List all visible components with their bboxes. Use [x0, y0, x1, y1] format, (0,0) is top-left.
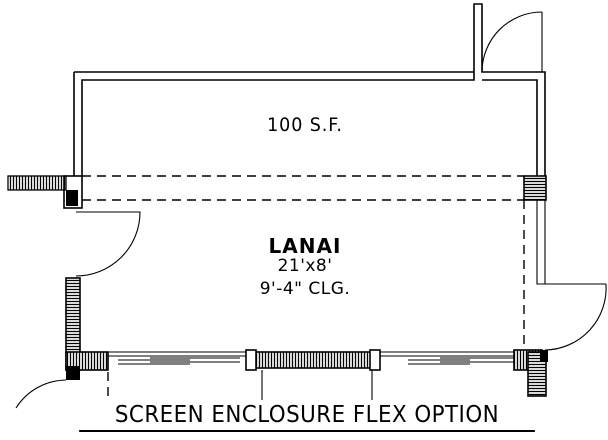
right-column — [523, 175, 547, 201]
bottom-sliding-door-right — [380, 351, 514, 365]
beam-lines — [82, 175, 525, 400]
area-label: 100 S.F. — [267, 114, 343, 136]
room-ceiling-height: 9'-4" CLG. — [259, 279, 351, 299]
door-swing-bottom-left — [15, 379, 67, 409]
door-swing-top-right — [481, 11, 543, 73]
door-swing-left — [75, 211, 141, 277]
room-dimensions: 21'x8' — [277, 256, 333, 276]
bottom-right-column — [513, 349, 548, 397]
bottom-sliding-door-left — [108, 351, 250, 365]
door-swing-right — [544, 283, 607, 351]
plan-title: SCREEN ENCLOSURE FLEX OPTION — [79, 404, 535, 432]
bottom-center-window — [245, 349, 381, 400]
left-wall-stub — [7, 175, 83, 209]
room-name: LANAI — [268, 234, 342, 258]
enclosure-outline — [73, 3, 546, 285]
bottom-left-column — [65, 351, 109, 380]
